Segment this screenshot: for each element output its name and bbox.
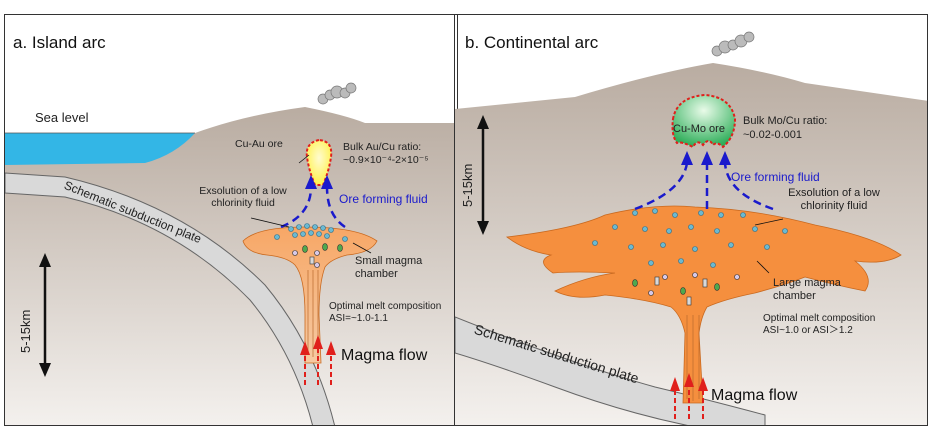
exsolution-label-a: Exsolution of a low chlorinity fluid (199, 185, 287, 210)
smoke-plume (711, 31, 755, 57)
melt-title-b: Optimal melt composition (763, 313, 876, 324)
sea-water (5, 133, 195, 165)
au-cu-ratio-value: ~0.9×10⁻⁴-2×10⁻⁵ (343, 154, 429, 166)
depth-label-b: 5-15km (460, 163, 475, 207)
small-chamber-label: Small magma chamber (355, 255, 423, 280)
continental-arc-diagram (455, 31, 927, 425)
fluid-bubbles (274, 223, 348, 242)
cu-mo-ore-body (671, 93, 737, 149)
panel-continental-arc: b. Continental arc Cu-Mo ore Bulk Mo/Cu … (454, 14, 928, 426)
crystals (632, 272, 740, 306)
ore-fluid-label-a: Ore forming fluid (339, 192, 428, 206)
melt-value-b: ASI~1.0 or ASI＞1.2 (763, 325, 853, 336)
crystals (292, 243, 343, 268)
cu-au-ore-body (305, 138, 333, 186)
magma-chamber-small (242, 226, 378, 364)
cu-mo-ore-label: Cu-Mo ore (673, 123, 725, 135)
magma-flow-label-a: Magma flow (341, 347, 428, 364)
magma-flow-arrows (674, 383, 704, 419)
smoke-plume (317, 82, 357, 105)
cu-au-ore-label: Cu-Au ore (235, 138, 283, 150)
depth-label-a: 5-15km (18, 309, 33, 353)
island-arc-diagram (5, 82, 457, 425)
subduction-plate (5, 172, 335, 425)
panel-a-title: a. Island arc (13, 33, 106, 52)
ore-fluid-label-b: Ore forming fluid (731, 170, 820, 184)
magma-flow-arrows (304, 345, 332, 385)
au-cu-ratio-label: Bulk Au/Cu ratio: (343, 141, 422, 153)
sea-level-label: Sea level (35, 110, 89, 125)
mo-cu-ratio-value: ~0.02-0.001 (743, 129, 803, 141)
mo-cu-ratio-label: Bulk Mo/Cu ratio: (743, 115, 828, 127)
ore-fluid-arrows (280, 186, 346, 229)
fluid-bubbles (592, 208, 788, 268)
large-chamber-label: Large magma chamber (773, 277, 841, 302)
melt-title-a: Optimal melt composition (329, 301, 442, 312)
magma-flow-label-b: Magma flow (711, 387, 798, 404)
ore-fluid-arrows (634, 162, 774, 211)
panel-island-arc: a. Island arc Sea level Cu-Au ore Bulk A… (4, 14, 458, 426)
magma-chamber-large (505, 205, 902, 404)
panel-b-title: b. Continental arc (465, 33, 599, 52)
melt-value-a: ASI=~1.0-1.1 (329, 313, 388, 324)
exsolution-label-b: Exsolution of a low chlorinity fluid (788, 187, 880, 212)
